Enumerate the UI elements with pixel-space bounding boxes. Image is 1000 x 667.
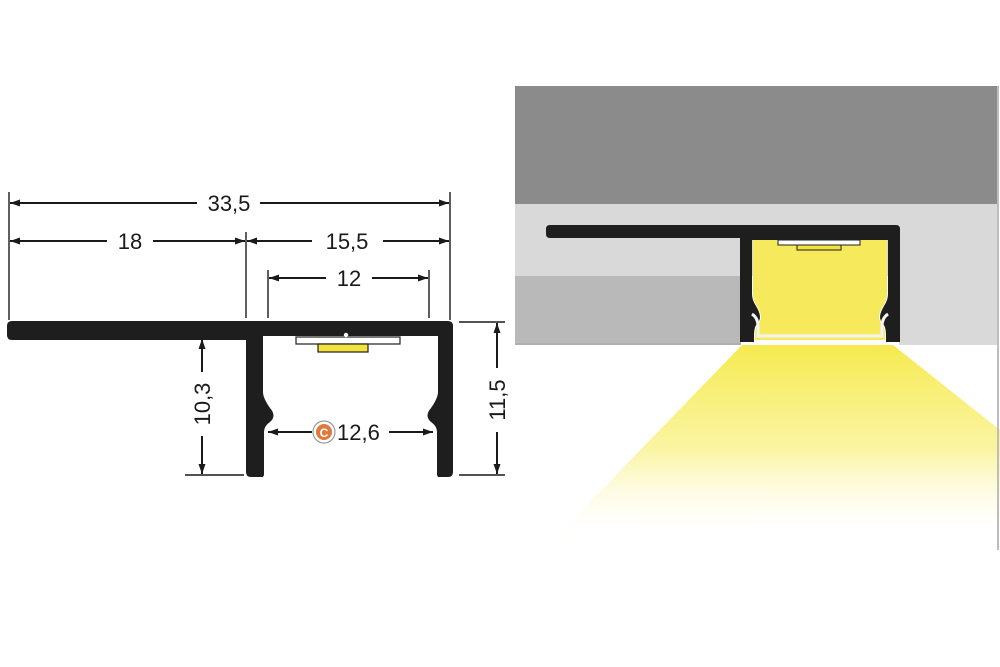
led-strip bbox=[295, 332, 401, 353]
plasterboard-lower bbox=[515, 276, 741, 345]
dim-cover-width: 12,6 bbox=[337, 420, 380, 445]
installed-profile bbox=[546, 225, 900, 342]
dim-opening-width: 12 bbox=[337, 266, 361, 291]
dim-inner-height: 10,3 bbox=[190, 383, 215, 426]
diffuser-cover bbox=[751, 312, 889, 338]
dim-total-width: 33,5 bbox=[208, 191, 251, 216]
cross-section-drawing: 33,5 18 15,5 12 10,3 11,5 C 12,6 bbox=[7, 191, 510, 477]
installation-illustration bbox=[515, 86, 1000, 550]
light-beam bbox=[558, 345, 1000, 535]
installed-led-strip bbox=[777, 239, 861, 251]
aluminium-profile-section bbox=[7, 321, 453, 477]
dim-flange-width: 18 bbox=[118, 229, 142, 254]
dim-channel-width: 15,5 bbox=[326, 229, 369, 254]
dim-outer-height: 11,5 bbox=[485, 379, 510, 420]
cover-marker-label: C bbox=[320, 426, 329, 440]
ceiling-slab bbox=[515, 86, 999, 204]
led-glow bbox=[753, 240, 887, 340]
wall-upper-right bbox=[899, 204, 999, 345]
cover-marker-icon: C bbox=[312, 420, 336, 444]
